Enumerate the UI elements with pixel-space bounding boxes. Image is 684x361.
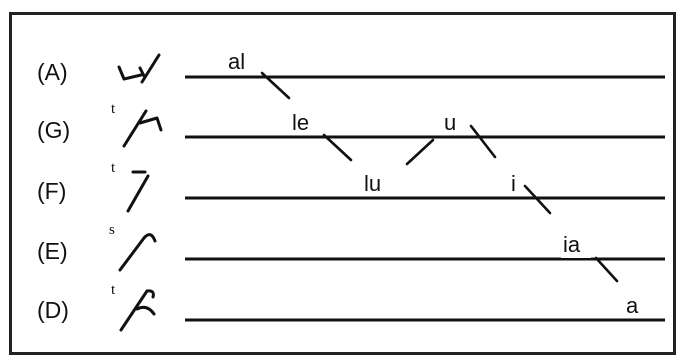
neume-a-icon [117,53,161,84]
superscript-f: t [111,160,116,176]
connector-al-le [260,71,291,100]
connector-ia-a [594,256,619,283]
connector-le-lu [322,133,353,162]
syllable-i: i [511,171,516,196]
syllable-ia: ia [563,232,581,257]
neume-f-icon [126,170,150,213]
neume-e-icon [118,233,157,272]
neume-g-icon [122,109,163,148]
row-label-f: (F) [37,178,66,204]
neume-d-icon [119,289,156,332]
superscript-g: t [111,101,116,117]
syllable-lu: lu [364,171,381,196]
syllable-a: a [626,293,639,318]
syllable-le: le [292,110,309,135]
syllable-al: al [228,49,245,74]
connector-u-i [469,124,497,159]
superscript-d: t [111,282,116,298]
syllable-u: u [444,110,456,135]
row-label-d: (D) [37,297,69,323]
row-label-g: (G) [37,117,70,143]
row-label-a: (A) [37,59,68,85]
connector-lu-u [405,138,435,166]
row-label-e: (E) [37,238,68,264]
connector-i-ia [523,184,552,215]
superscript-e: s [109,222,115,238]
